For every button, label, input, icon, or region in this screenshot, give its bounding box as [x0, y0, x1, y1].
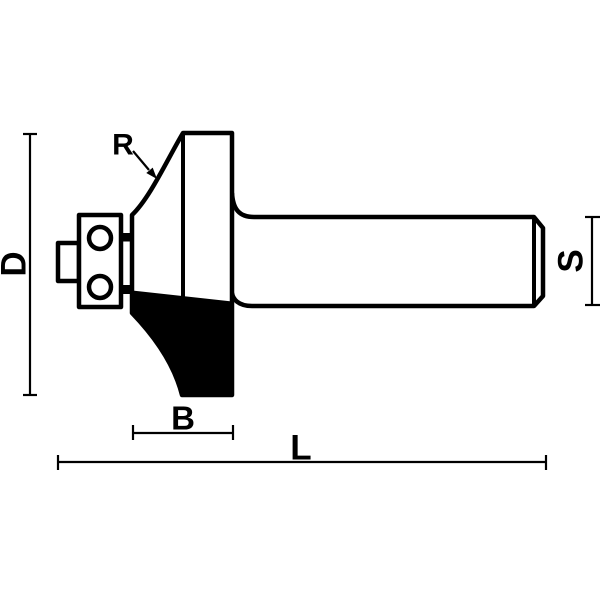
dimension-shank: S: [552, 215, 600, 307]
radius-label: R: [112, 129, 134, 162]
shank: [229, 192, 546, 309]
dimension-cut-width: B: [131, 400, 235, 440]
shank-outline: [229, 192, 546, 309]
radius-arrow-line: [132, 150, 150, 171]
shank-label: S: [552, 249, 591, 272]
bearing-hub-top: [119, 233, 133, 242]
overall-length-label: L: [290, 429, 311, 468]
dimension-radius: R: [112, 129, 157, 179]
dimension-diameter: D: [0, 132, 37, 397]
bearing-ball-top: [86, 224, 114, 252]
cut-width-label: B: [171, 400, 195, 437]
radius-arrowhead: [146, 167, 157, 179]
bearing-ball-bottom: [86, 273, 114, 301]
cutting-edge-fill: [130, 290, 234, 397]
bearing-hub-bottom: [119, 285, 133, 294]
diameter-label: D: [0, 251, 34, 276]
dimension-overall-length: L: [56, 429, 548, 470]
bearing-screw: [55, 240, 82, 284]
